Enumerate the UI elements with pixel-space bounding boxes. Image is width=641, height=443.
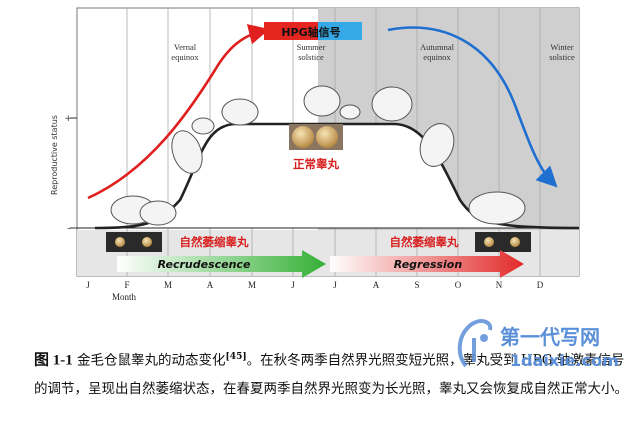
- testis-icon: [484, 237, 494, 247]
- month-label: N: [496, 280, 503, 290]
- month-label: S: [414, 280, 419, 290]
- watermark-text-en: 1daixie.com: [510, 351, 619, 370]
- month-label: O: [455, 280, 462, 290]
- month-label: J: [86, 280, 90, 290]
- month-label: A: [373, 280, 380, 290]
- atrophy-testis-photo-left: [106, 232, 162, 252]
- y-ticks: [70, 118, 77, 228]
- month-label: M: [248, 280, 256, 290]
- atrophy-testis-label-right: 自然萎缩睾丸: [390, 235, 459, 249]
- month-label: A: [207, 280, 214, 290]
- month-label: J: [291, 280, 295, 290]
- season-autumn-line1: Autumnal: [420, 42, 455, 52]
- season-vernal-line1: Vernal: [174, 42, 197, 52]
- testis-icon: [510, 237, 520, 247]
- hamster-icon: [469, 192, 525, 224]
- caption-text-a: 金毛仓鼠睾丸的动态变化: [77, 353, 226, 369]
- hamster-icon: [304, 86, 340, 116]
- testis-icon: [142, 237, 152, 247]
- y-tick-minus: –: [67, 223, 72, 234]
- month-label: F: [124, 280, 129, 290]
- season-winter-line1: Winter: [550, 42, 573, 52]
- month-label: M: [164, 280, 172, 290]
- hpg-badge-label: HPG轴信号: [281, 25, 340, 39]
- season-vernal-line2: equinox: [171, 52, 199, 62]
- figure-hamster-testis: + – Reproductive status Vernal equinox S…: [0, 0, 641, 320]
- hamster-icon: [340, 105, 360, 119]
- figure-number: 图 1-1: [34, 353, 73, 369]
- watermark-logo: 第一代写网 1daixie.com: [452, 316, 637, 374]
- testis-icon: [292, 126, 314, 148]
- hamster-icon: [140, 201, 176, 225]
- season-summer-line2: solstice: [298, 52, 324, 62]
- season-winter-line2: solstice: [549, 52, 575, 62]
- y-tick-plus: +: [64, 114, 72, 124]
- caption-reference: [45]: [226, 352, 247, 362]
- y-axis-label: Reproductive status: [50, 115, 59, 195]
- hamster-icon: [192, 118, 214, 134]
- season-autumn-line2: equinox: [423, 52, 451, 62]
- x-axis-label: Month: [112, 292, 137, 302]
- atrophy-testis-photo-right: [475, 232, 531, 252]
- watermark-text-cn: 第一代写网: [500, 325, 600, 349]
- month-label: J: [333, 280, 337, 290]
- atrophy-testis-label-left: 自然萎缩睾丸: [180, 235, 249, 249]
- normal-testis-label: 正常睾丸: [293, 157, 339, 171]
- month-label: D: [537, 280, 544, 290]
- recrudescence-label: Recrudescence: [158, 258, 251, 271]
- testis-icon: [115, 237, 125, 247]
- regression-label: Regression: [394, 258, 463, 271]
- hamster-icon: [222, 99, 258, 125]
- testis-icon: [316, 126, 338, 148]
- hamster-icon: [372, 87, 412, 121]
- season-summer-line1: Summer: [297, 42, 326, 52]
- swirl-logo-icon: [460, 321, 491, 366]
